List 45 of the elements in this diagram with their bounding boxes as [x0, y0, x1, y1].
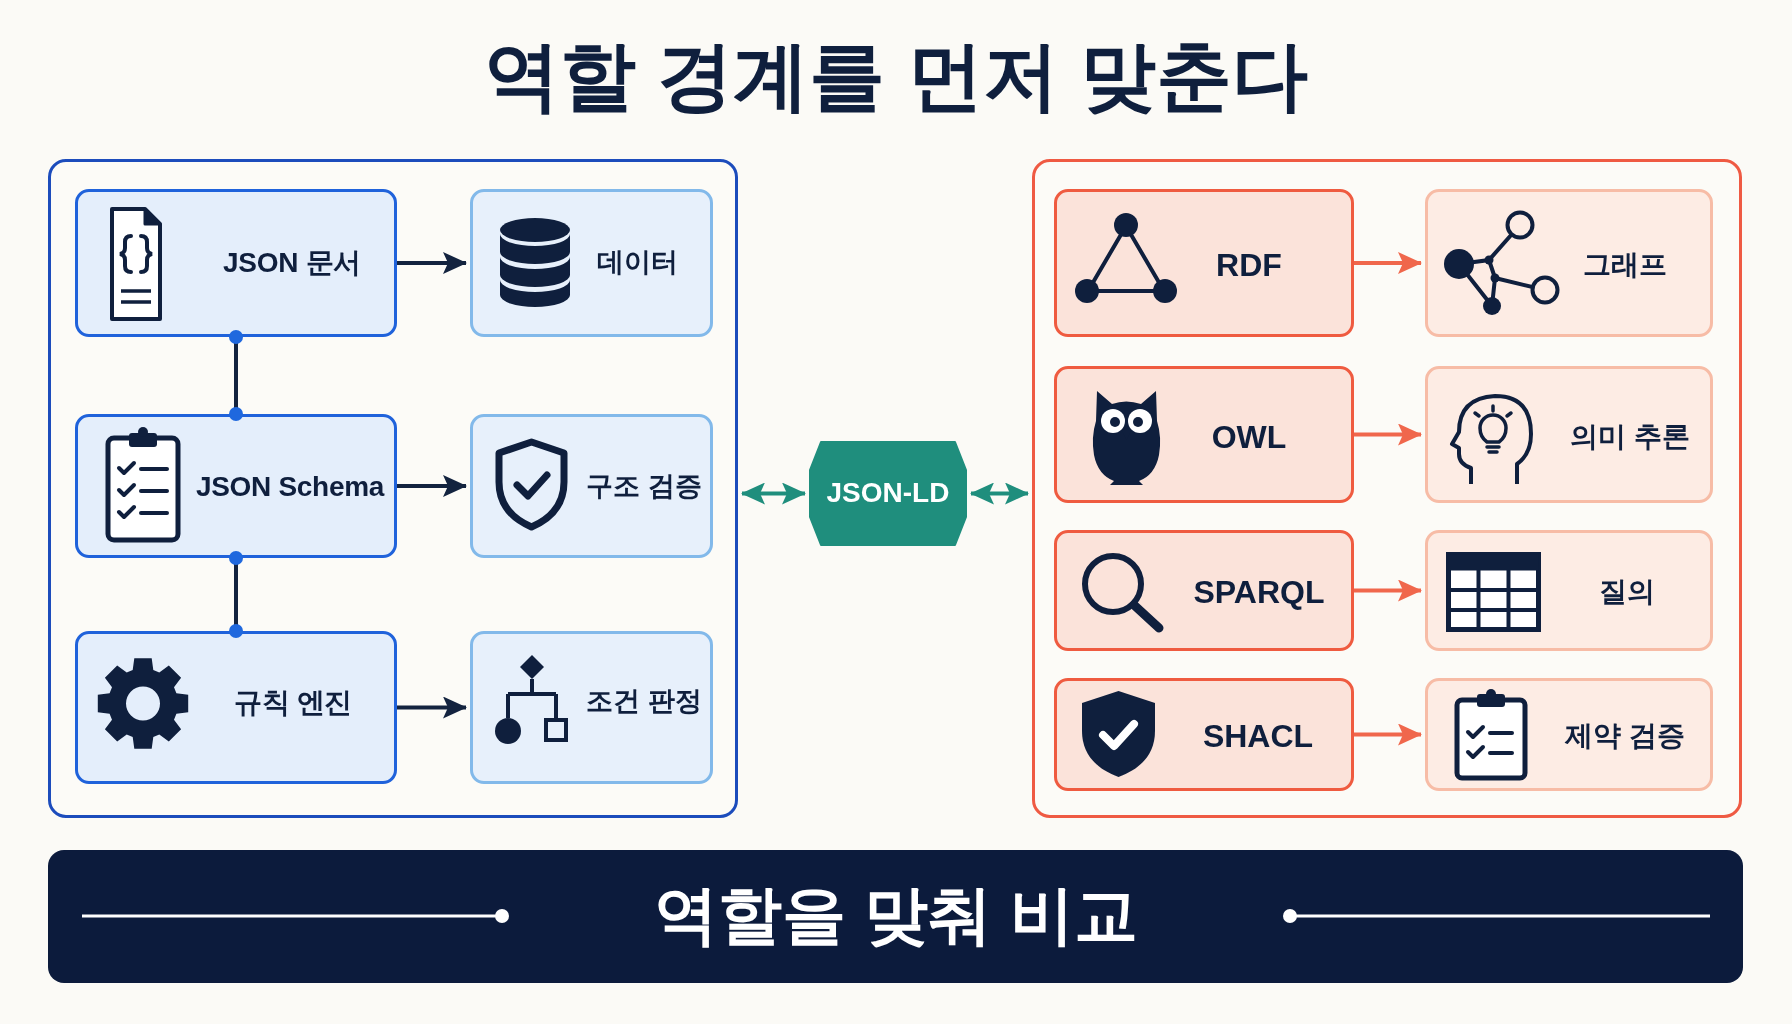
connector-line: [229, 330, 243, 421]
banner-bar: [48, 850, 1743, 983]
rounded-box: [1054, 678, 1354, 791]
box-label: 그래프: [1583, 248, 1667, 282]
box-label: JSON 문서: [223, 246, 361, 280]
box-label: 구조 검증: [586, 471, 702, 503]
double-arrow: [741, 482, 806, 505]
box-label: 질의: [1599, 575, 1655, 609]
rounded-box: [75, 414, 397, 558]
arrow: [397, 696, 467, 719]
box-label: OWL: [1211, 418, 1287, 456]
rounded-box: [1425, 678, 1713, 791]
page-title: 역할 경계를 먼저 맞춘다: [484, 32, 1308, 120]
rounded-box: [1054, 530, 1354, 651]
arrow: [1354, 423, 1422, 446]
rounded-box: [1054, 189, 1354, 337]
rounded-box: [1425, 530, 1713, 651]
box-label: 의미 추론: [1570, 420, 1690, 454]
box-label: JSON Schema: [195, 470, 385, 504]
connector-line: [229, 551, 243, 638]
box-label: 조건 판정: [586, 686, 702, 718]
arrow: [1354, 579, 1422, 602]
arrow: [1354, 723, 1422, 746]
box-label: 데이터: [596, 247, 678, 279]
arrow: [397, 475, 467, 497]
box-label: SPARQL: [1193, 573, 1325, 611]
group-panel: [1032, 159, 1742, 818]
rounded-box: [75, 189, 397, 337]
rounded-box: [75, 631, 397, 784]
box-label: 규칙 엔진: [233, 686, 353, 720]
rounded-box: [470, 631, 713, 784]
rounded-box: [1425, 366, 1713, 503]
rounded-box: [1425, 189, 1713, 337]
box-label: SHACL: [1202, 717, 1314, 755]
double-arrow: [970, 482, 1029, 505]
rounded-box: [1054, 366, 1354, 503]
box-label: JSON-LD: [826, 476, 950, 510]
rounded-box: [470, 189, 713, 337]
box-label: RDF: [1216, 246, 1282, 284]
arrow: [1354, 252, 1422, 274]
arrow: [397, 252, 467, 274]
box-label: 제약 검증: [1565, 719, 1685, 753]
group-panel: [48, 159, 738, 818]
rounded-box: [470, 414, 713, 558]
banner-label: 역할을 맞춰 비교: [654, 879, 1138, 953]
